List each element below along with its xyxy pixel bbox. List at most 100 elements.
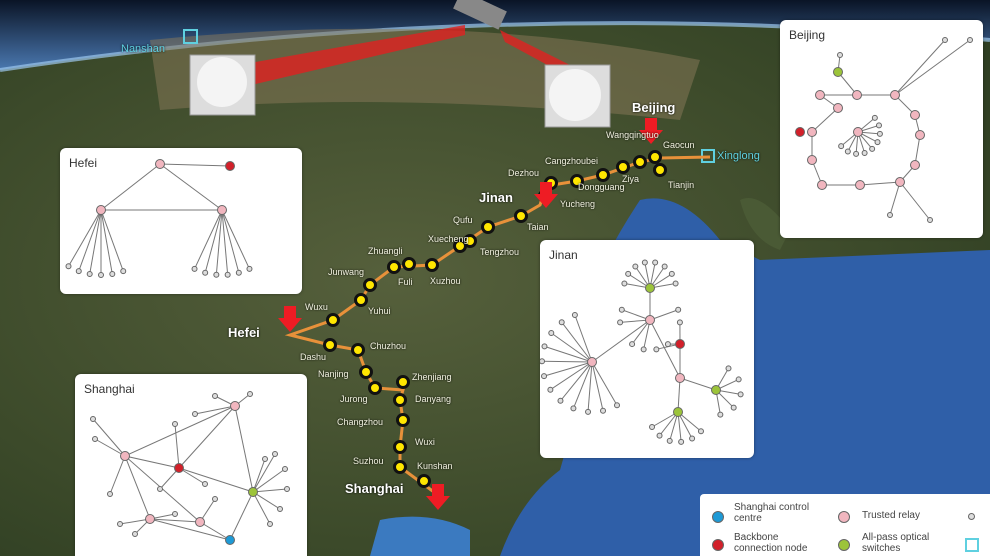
city-label-xinglong: Xinglong: [717, 150, 760, 162]
user-node: [697, 428, 704, 435]
backbone-node: [795, 127, 805, 137]
station-label: Xuecheng: [428, 234, 469, 244]
ground-station-icon: [189, 54, 256, 116]
relay-station-marker: [396, 413, 410, 427]
relay-station-marker: [481, 220, 495, 234]
legend-switch: All-pass optical switches: [862, 532, 930, 554]
network-link: [677, 377, 681, 413]
station-label: Changzhou: [337, 417, 384, 427]
user-node: [887, 212, 893, 218]
user-node: [212, 496, 218, 502]
user-node: [618, 306, 625, 313]
relay-node: [915, 130, 925, 140]
relay-node: [120, 451, 130, 461]
user-node: [649, 424, 656, 430]
user-node: [678, 438, 685, 445]
relay-station-marker: [387, 260, 401, 274]
user-node: [676, 319, 683, 326]
backbone-node: [675, 339, 685, 349]
user-node: [853, 150, 860, 157]
user-node: [224, 271, 231, 278]
user-node: [172, 511, 178, 517]
network-link: [178, 467, 206, 485]
network-link: [221, 209, 240, 273]
inset-jinan: Jinan: [540, 240, 754, 458]
network-link: [229, 491, 254, 541]
station-label: Xuzhou: [430, 276, 461, 286]
user-node: [875, 122, 882, 129]
user-node: [558, 319, 565, 326]
network-link: [78, 209, 102, 272]
relay-station-marker: [453, 239, 467, 253]
network-link: [252, 453, 276, 493]
user-node: [737, 391, 744, 398]
relay-node: [895, 177, 905, 187]
relay-station-marker: [363, 278, 377, 292]
city-label-hefei: Hefei: [228, 325, 260, 340]
user-node: [92, 436, 98, 442]
network-link: [541, 360, 593, 363]
user-node: [621, 280, 628, 287]
user-node: [876, 130, 883, 137]
user-node: [837, 52, 843, 58]
station-label: Wuxi: [415, 437, 435, 447]
network-link: [204, 209, 223, 273]
user-node: [668, 270, 675, 277]
network-link: [572, 361, 593, 409]
ground-station-icon: [544, 64, 611, 128]
user-node: [661, 263, 668, 270]
user-node: [547, 386, 554, 393]
relay-station-marker: [393, 393, 407, 407]
user-node: [666, 437, 673, 444]
network-link: [894, 39, 946, 96]
trusted-relay-icon: [838, 511, 850, 523]
user-node: [735, 376, 742, 383]
user-node: [632, 263, 639, 270]
network-link: [199, 521, 231, 541]
relay-station-marker: [514, 209, 528, 223]
legend: Shanghai control centre Backbone connect…: [700, 494, 990, 556]
relay-station-marker: [396, 375, 410, 389]
legend-backbone: Backbone connection node: [734, 532, 808, 554]
network-link: [215, 209, 223, 275]
relay-node: [852, 90, 862, 100]
network-link: [100, 163, 161, 211]
network-link: [174, 423, 180, 469]
control-centre-icon: [712, 511, 724, 523]
city-label-beijing: Beijing: [632, 100, 676, 115]
relay-node: [890, 90, 900, 100]
network-link: [899, 181, 931, 221]
network-link: [221, 209, 250, 270]
network-link: [550, 332, 593, 363]
user-node: [641, 259, 648, 266]
network-link: [234, 405, 254, 493]
network-link: [89, 209, 102, 275]
control-node: [225, 535, 235, 545]
user-node: [874, 139, 881, 146]
user-node: [235, 269, 242, 276]
user-node: [600, 407, 607, 414]
relay-station-marker: [323, 338, 337, 352]
user-node: [614, 402, 620, 409]
network-link: [591, 319, 651, 363]
network-link: [252, 491, 281, 510]
switch-node: [645, 283, 655, 293]
user-node: [540, 358, 546, 365]
user-node: [541, 373, 548, 380]
station-label: Jurong: [340, 394, 368, 404]
user-node: [652, 259, 659, 266]
station-label: Tengzhou: [480, 247, 520, 257]
relay-station-marker: [393, 460, 407, 474]
relay-node: [807, 155, 817, 165]
user-node: [570, 405, 577, 412]
arrow-down-icon: [639, 118, 663, 144]
network-link: [543, 361, 593, 377]
relay-station-marker: [596, 168, 610, 182]
station-label: Zhenjiang: [412, 372, 452, 382]
user-node: [664, 341, 671, 348]
station-square-icon: [183, 29, 198, 44]
station-label: Dongguang: [578, 182, 625, 192]
relay-station-marker: [417, 474, 431, 488]
user-node: [717, 411, 724, 418]
network-link: [194, 209, 223, 270]
